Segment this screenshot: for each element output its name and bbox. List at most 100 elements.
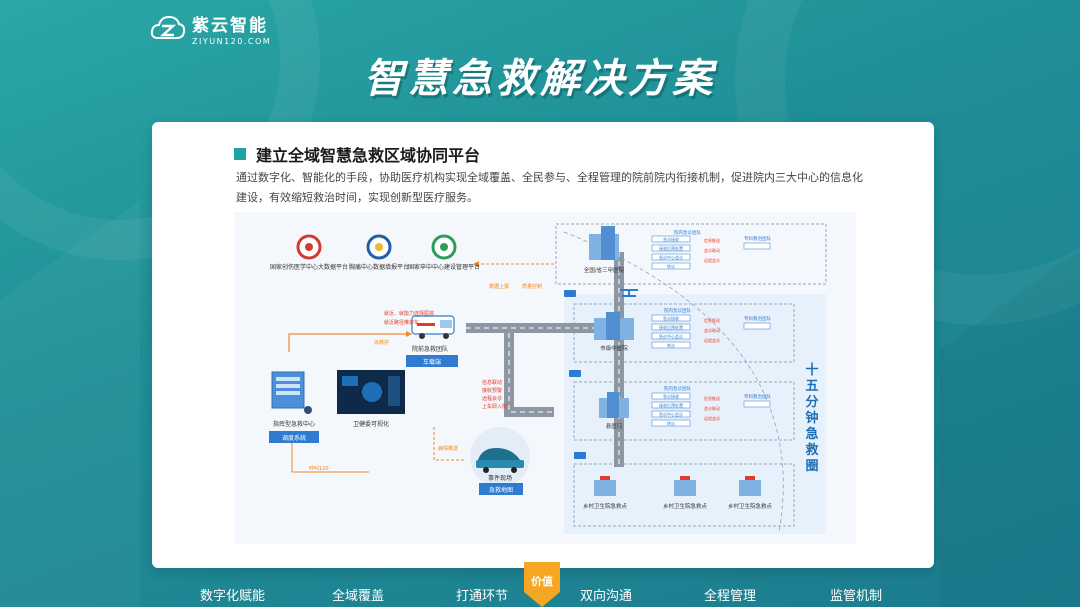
stroke-center-icon xyxy=(431,234,457,260)
value-item-2: 全域覆盖 xyxy=(332,589,385,604)
svg-text:分: 分 xyxy=(805,394,818,410)
value-item-4: 双向沟通 xyxy=(580,589,633,604)
dispatch-screen-icon xyxy=(271,371,312,414)
side-note-1: 信息联动 xyxy=(482,379,502,386)
value-item-1: 数字化赋能 xyxy=(200,589,266,604)
hospital-frame-3 xyxy=(573,381,795,441)
svg-text:远程会诊: 远程会诊 xyxy=(704,337,720,343)
svg-text:接收后预处置: 接收后预处置 xyxy=(659,402,683,408)
quality-label: 质量控制 xyxy=(522,283,542,290)
svg-text:接收后预处置: 接收后预处置 xyxy=(659,245,683,251)
side-note-2: 接收预警 xyxy=(482,387,502,394)
svg-text:转诊: 转诊 xyxy=(667,420,675,426)
top-center-3: 国家卒中中心建设管理平台 xyxy=(408,263,480,271)
svg-text:专科救治团队: 专科救治团队 xyxy=(744,315,771,322)
clinic-2: 乡村卫生院急救点 xyxy=(663,502,708,510)
flow-diagram: 国家创伤医学中心大数据平台 胸痛中心数据填报平台 国家卒中中心建设管理平台 院前… xyxy=(234,212,856,544)
dispatch-center-tag: 调度系统 xyxy=(282,434,306,442)
info-push-label: 病情推送 xyxy=(438,445,458,452)
call-label: 呼叫120 xyxy=(309,465,329,472)
svg-text:救: 救 xyxy=(805,442,818,458)
svg-text:信息推送: 信息推送 xyxy=(704,237,720,243)
section-description: 通过数字化、智能化的手段，协助医疗机构实现全域覆盖、全民参与、全程管理的院前院内… xyxy=(236,171,863,204)
svg-text:院内急诊团队: 院内急诊团队 xyxy=(664,385,691,392)
ambulance-note-2: 就近路径推护车 xyxy=(384,319,419,326)
dispatch-label: 派救护 xyxy=(374,339,389,346)
svg-text:接收后预处置: 接收后预处置 xyxy=(659,324,683,330)
svg-text:会诊联动: 会诊联动 xyxy=(704,327,720,333)
hospital-3-name: 县医院 xyxy=(606,422,623,430)
arrow-call xyxy=(291,437,369,473)
hospital-3-steps: 院内急诊团队 急诊接收 接收后预处置 急诊中心会诊 转诊 信息推送 会诊联动 远… xyxy=(651,385,771,427)
dispatch-center-label: 指挥型急救中心 xyxy=(273,420,315,428)
svg-text:急诊中心会诊: 急诊中心会诊 xyxy=(659,254,683,260)
svg-text:专科救治团队: 专科救治团队 xyxy=(744,235,771,242)
coverage-arc xyxy=(563,231,784,533)
svg-text:会诊联动: 会诊联动 xyxy=(704,247,720,253)
svg-text:急诊中心会诊: 急诊中心会诊 xyxy=(659,333,683,339)
value-arrow-tag xyxy=(524,562,560,607)
svg-text:信息推送: 信息推送 xyxy=(704,395,720,401)
hospital-1-steps: 院内急诊团队 急诊接收 接收后预处置 急诊中心会诊 转诊 信息推送 会诊联动 远… xyxy=(651,229,771,270)
event-label: 事件现场 xyxy=(488,474,512,482)
svg-text:转诊: 转诊 xyxy=(667,342,675,348)
content-card: 建立全域智慧急救区域协同平台 通过数字化、智能化的手段，协助医疗机构实现全域覆盖… xyxy=(152,122,934,568)
clinic-frame xyxy=(573,463,795,527)
ambulance-small-icon xyxy=(564,290,576,297)
cloud-z-icon xyxy=(150,15,186,39)
svg-text:急诊接收: 急诊接收 xyxy=(663,315,679,321)
hospital-2-steps: 院内急诊团队 急诊接收 接收后预处置 急诊中心会诊 转诊 信息推送 会诊联动 远… xyxy=(651,307,771,349)
clinic-3: 乡村卫生院急救点 xyxy=(728,502,773,510)
svg-text:院内急诊团队: 院内急诊团队 xyxy=(664,307,691,314)
svg-text:院内急诊团队: 院内急诊团队 xyxy=(674,229,701,236)
svg-text:圈: 圈 xyxy=(805,459,818,474)
top-center-2: 胸痛中心数据填报平台 xyxy=(349,263,409,271)
svg-text:远程会诊: 远程会诊 xyxy=(704,257,720,263)
car-icon xyxy=(476,448,524,473)
clinic-icons xyxy=(594,476,761,496)
ambulance-icon xyxy=(411,315,455,339)
side-note-3: 远程会诊 xyxy=(482,395,502,402)
value-label: 价值 xyxy=(531,575,553,588)
trauma-center-icon xyxy=(296,234,322,260)
ambulance-small-icon-3 xyxy=(574,452,586,459)
chest-pain-center-icon xyxy=(366,234,392,260)
svg-text:信息推送: 信息推送 xyxy=(704,317,720,323)
svg-text:专科救治团队: 专科救治团队 xyxy=(744,393,771,400)
side-note-4: 上车即入院 xyxy=(482,403,507,410)
svg-text:急: 急 xyxy=(805,426,818,442)
top-center-1: 国家创伤医学中心大数据平台 xyxy=(270,263,348,271)
hospital-2-name: 市级中医院 xyxy=(600,344,628,352)
value-bar: 数字化赋能 全域覆盖 打通环节 双向沟通 全程管理 监管机制 xyxy=(0,578,1080,607)
svg-text:钟: 钟 xyxy=(805,410,818,426)
page-title: 智慧急救解决方案 xyxy=(364,56,716,102)
svg-text:急诊中心会诊: 急诊中心会诊 xyxy=(659,411,683,417)
fifteen-minute-label: 十 五 分 钟 急 救 圈 xyxy=(805,362,818,474)
svg-text:转诊: 转诊 xyxy=(667,263,675,269)
svg-text:远程会诊: 远程会诊 xyxy=(704,415,720,421)
event-tag: 急救地图 xyxy=(489,486,513,494)
value-item-6: 监管机制 xyxy=(830,589,883,604)
dashboard-icon xyxy=(337,370,405,414)
section-title: 建立全域智慧急救区域协同平台 xyxy=(256,146,481,165)
brand-name-en: ZIYUN120.COM xyxy=(192,36,272,46)
hospital-3-building-icon xyxy=(599,392,629,418)
svg-text:会诊联动: 会诊联动 xyxy=(704,405,720,411)
road-branch xyxy=(504,333,554,417)
upload-label: 数据上报 xyxy=(489,283,509,290)
arrow-dispatch xyxy=(288,333,406,352)
clinic-1: 乡村卫生院急救点 xyxy=(583,502,628,510)
section-marker xyxy=(234,148,246,160)
svg-text:急诊接收: 急诊接收 xyxy=(663,393,679,399)
svg-text:急诊接收: 急诊接收 xyxy=(663,236,679,242)
svg-text:五: 五 xyxy=(805,379,818,394)
hospital-frame-1 xyxy=(555,223,827,285)
section-header: 建立全域智慧急救区域协同平台 xyxy=(234,142,480,166)
brand-name-cn: 紫云智能 xyxy=(192,15,268,36)
ambulance-team: 院前急救团队 xyxy=(412,345,448,353)
arrow-push xyxy=(433,427,464,461)
helicopter-icon xyxy=(620,289,638,297)
hospital-2-building-icon xyxy=(594,312,634,340)
ambulance-tag: 车载端 xyxy=(423,358,441,366)
health-vis-label: 卫健委可视化 xyxy=(353,420,389,428)
